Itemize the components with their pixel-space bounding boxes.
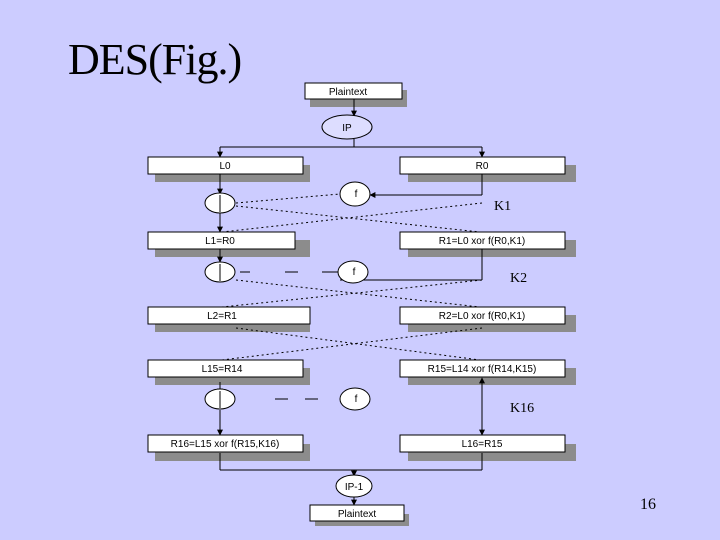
label-l15: L15=R14 bbox=[202, 364, 243, 375]
box-l0 bbox=[147, 156, 304, 175]
label-r15: R15=L14 xor f(R14,K15) bbox=[428, 364, 537, 375]
ellipse-ip-inv bbox=[335, 474, 373, 498]
label-r2: R2=L0 xor f(R0,K1) bbox=[439, 311, 525, 322]
label-k1: K1 bbox=[494, 199, 511, 214]
label-r16: R16=L15 xor f(R15,K16) bbox=[171, 439, 280, 450]
box-r15 bbox=[399, 359, 566, 378]
box-r2 bbox=[399, 306, 566, 325]
label-l1: L1=R0 bbox=[205, 236, 235, 247]
box-plaintext-in bbox=[304, 82, 403, 100]
box-l15 bbox=[147, 359, 304, 378]
label-l16: L16=R15 bbox=[462, 439, 503, 450]
crossing-dotted-lines bbox=[221, 193, 483, 361]
page-number: 16 bbox=[640, 496, 656, 513]
box-l2 bbox=[147, 306, 311, 325]
box-r16 bbox=[147, 434, 304, 453]
label-k16: K16 bbox=[510, 401, 534, 416]
label-f16: f bbox=[355, 394, 358, 405]
ellipse-f2 bbox=[337, 260, 369, 284]
label-f1: f bbox=[355, 189, 358, 200]
label-l0: L0 bbox=[219, 161, 231, 172]
label-k2: K2 bbox=[510, 271, 527, 286]
label-plaintext-out: Plaintext bbox=[338, 509, 377, 520]
boxes bbox=[147, 82, 566, 522]
box-r0 bbox=[399, 156, 566, 175]
box-l16 bbox=[399, 434, 566, 453]
label-ip-inv: IP-1 bbox=[345, 482, 364, 493]
slide-title: DES(Fig.) bbox=[68, 35, 242, 84]
label-r1: R1=L0 xor f(R0,K1) bbox=[439, 236, 525, 247]
label-plaintext-in: Plaintext bbox=[329, 87, 368, 98]
ellipse-ip bbox=[321, 114, 373, 140]
label-l2: L2=R1 bbox=[207, 311, 237, 322]
label-f2: f bbox=[353, 267, 356, 278]
box-l1 bbox=[147, 231, 296, 250]
label-r0: R0 bbox=[476, 161, 489, 172]
ellipse-f16 bbox=[339, 387, 371, 411]
ellipse-f1 bbox=[339, 181, 371, 207]
label-ip: IP bbox=[342, 123, 352, 134]
box-plaintext-out bbox=[309, 504, 405, 522]
box-r1 bbox=[399, 231, 566, 250]
